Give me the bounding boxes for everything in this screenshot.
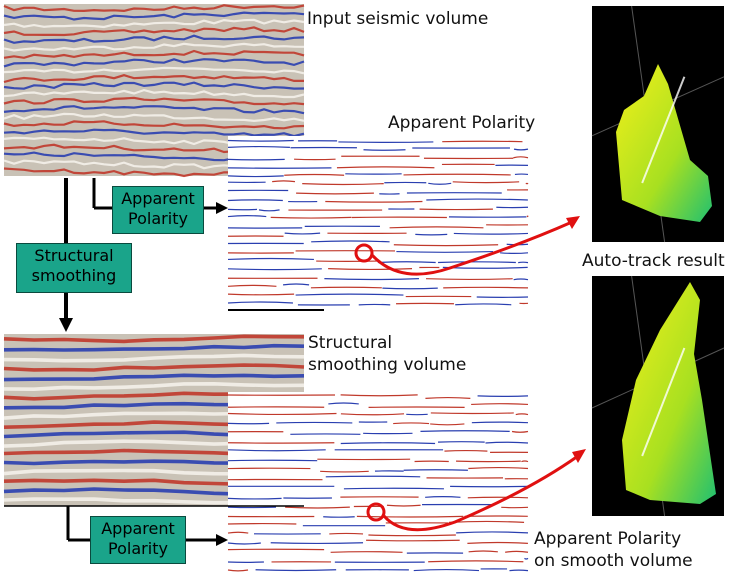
box-line: Apparent xyxy=(121,189,195,208)
input-seismic-volume xyxy=(3,4,305,178)
apparent-polarity-box-1: Apparent Polarity xyxy=(112,186,204,234)
auto-track-result-bottom xyxy=(591,275,725,517)
apparent-polarity-section xyxy=(227,136,529,308)
structural-smoothing-image xyxy=(3,334,305,506)
box-line: smoothing xyxy=(31,266,117,285)
apparent-polarity-top-label: Apparent Polarity xyxy=(388,113,536,133)
box-line: Polarity xyxy=(128,209,188,228)
input-volume-label: Input seismic volume xyxy=(307,9,489,29)
auto-track-label: Auto-track result xyxy=(582,251,725,271)
arrowhead-1 xyxy=(566,216,580,229)
auto-track-result-top xyxy=(591,5,725,243)
apparent-polarity-smooth-section xyxy=(227,392,529,574)
structural-smoothing-box: Structural smoothing xyxy=(16,243,132,293)
apparent-polarity-smooth-label-line1: Apparent Polarity xyxy=(534,529,682,549)
structural-volume-label-line1: Structural xyxy=(308,333,393,353)
arrowhead-2 xyxy=(572,449,586,463)
box-line: Polarity xyxy=(108,539,168,558)
box-line: Apparent xyxy=(101,519,175,538)
apparent-polarity-smooth-label-line2: on smooth volume xyxy=(534,551,693,571)
apparent-polarity-box-2: Apparent Polarity xyxy=(90,516,186,564)
structural-volume-label-line2: smoothing volume xyxy=(308,355,467,375)
box-line: Structural xyxy=(34,246,114,265)
